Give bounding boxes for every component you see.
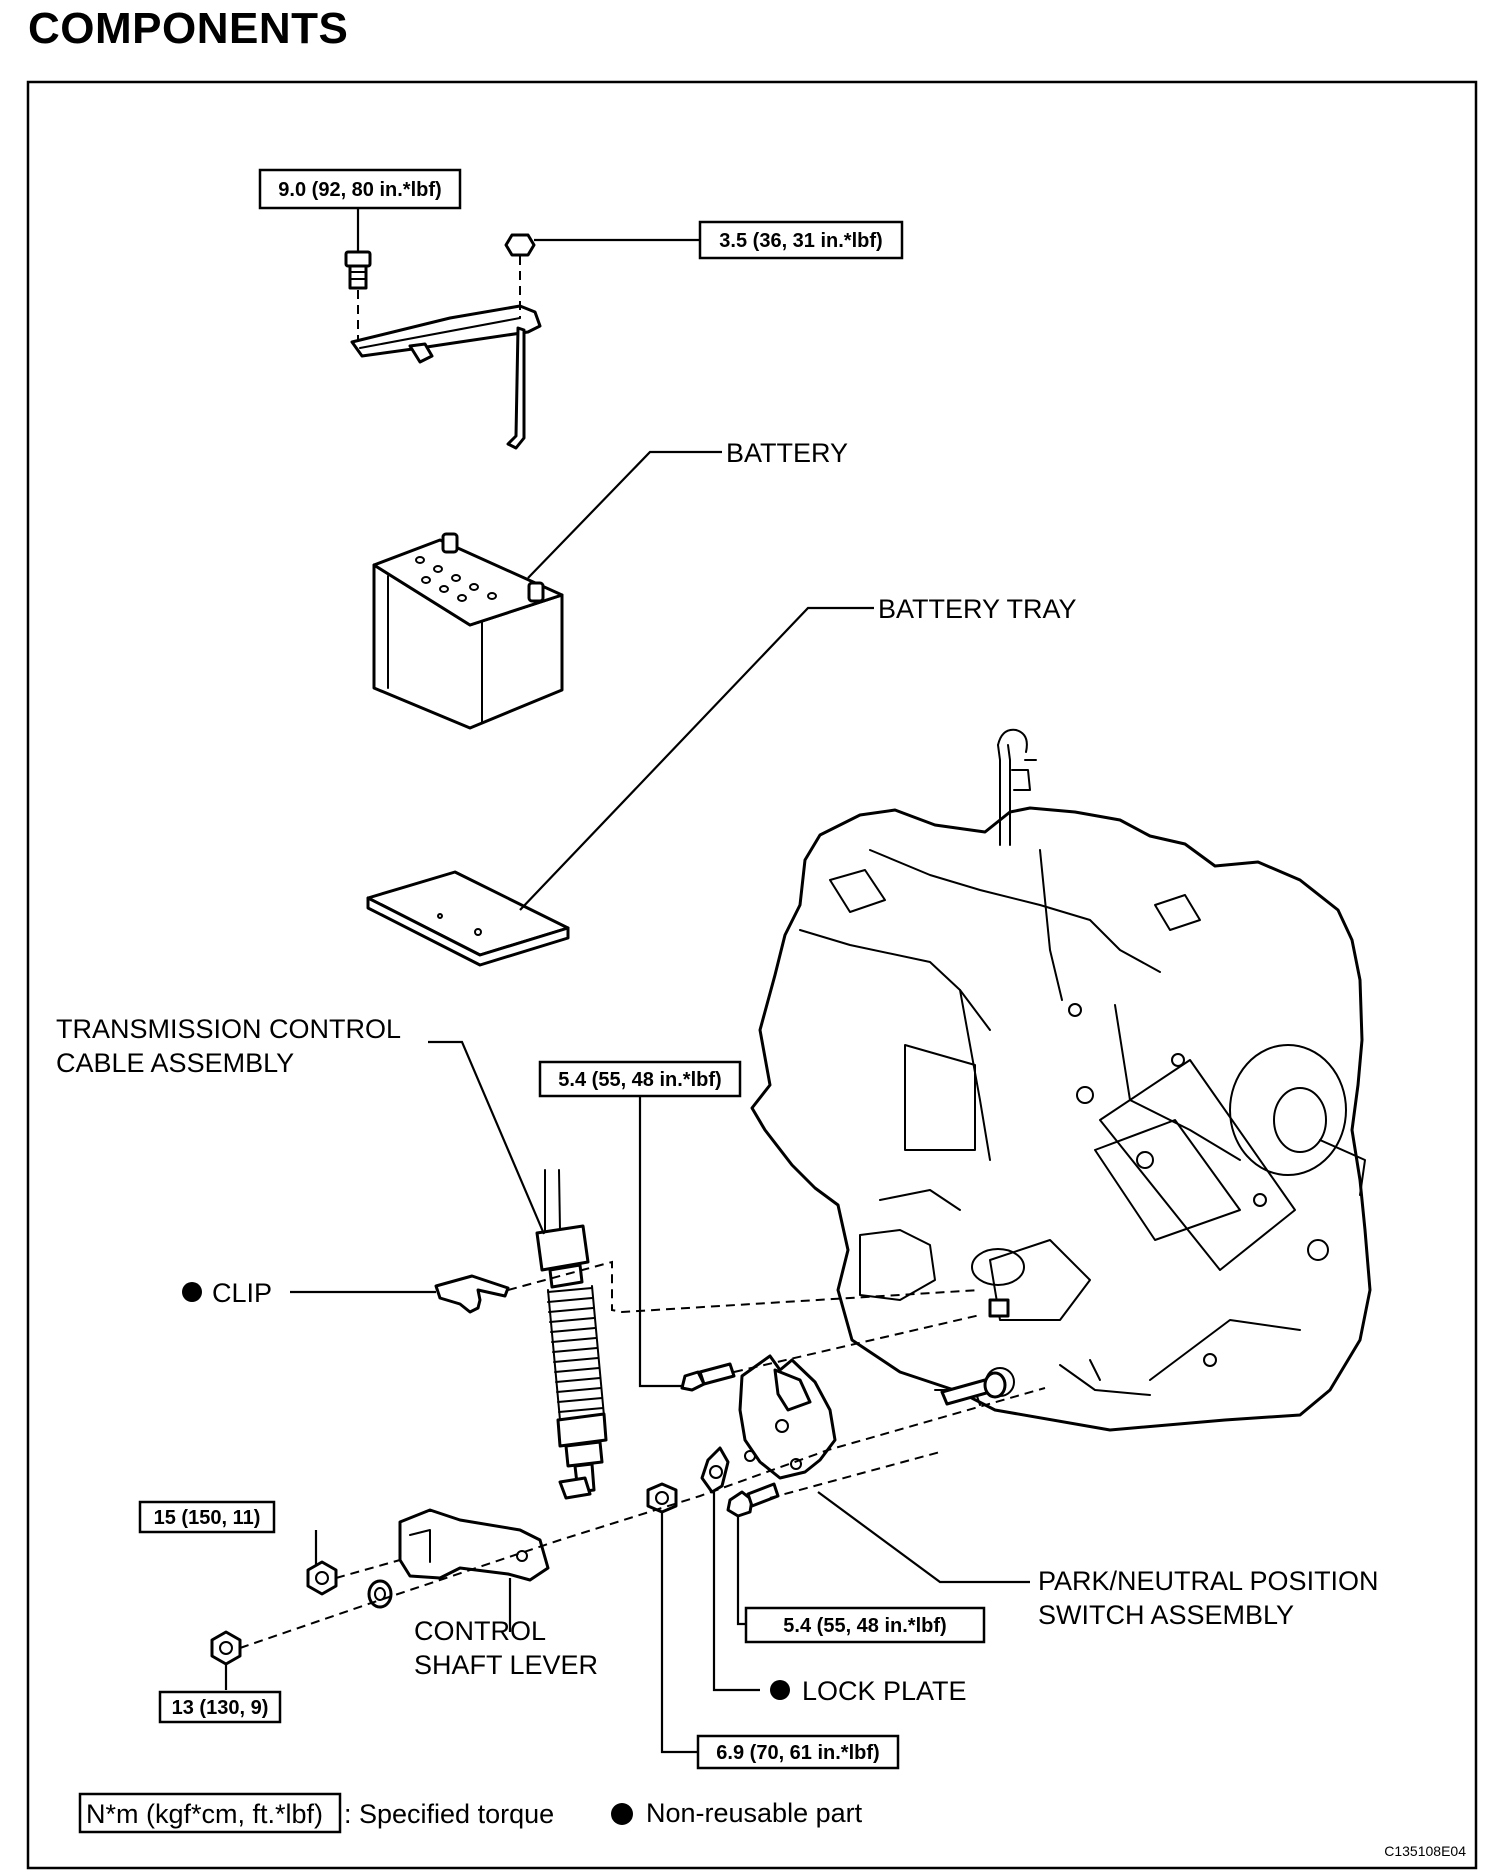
- leader-shaft-nut: [660, 1512, 698, 1754]
- lock-plate-icon: [700, 1446, 730, 1494]
- bracket-nut-icon: [504, 233, 536, 257]
- label-pnp-line1: PARK/NEUTRAL POSITION: [1038, 1566, 1379, 1596]
- leader-pnp-switch: [817, 1491, 1030, 1584]
- label-lever-line1: CONTROL: [414, 1616, 546, 1646]
- transaxle-icon: [750, 728, 1372, 1432]
- transmission-control-cable-icon: [535, 1169, 608, 1500]
- legend-torque-desc: : Specified torque: [344, 1799, 554, 1829]
- legend-torque-box: [78, 1792, 342, 1834]
- manual-valve-shaft: [940, 1371, 1007, 1406]
- leader-battery-tray: [519, 606, 874, 911]
- legend-torque-unit: N*m (kgf*cm, ft.*lbf): [86, 1799, 323, 1829]
- label-battery-tray: BATTERY TRAY: [878, 594, 1077, 624]
- battery-clamp-bracket: [350, 304, 542, 450]
- label-lock-plate: LOCK PLATE: [802, 1676, 967, 1706]
- legend: N*m (kgf*cm, ft.*lbf) : Specified torque…: [78, 1792, 863, 1834]
- control-shaft-lever-icon: [398, 1508, 550, 1582]
- diagram-frame: [26, 80, 1478, 1870]
- label-battery: BATTERY: [726, 438, 848, 468]
- legend-nonreusable-desc: Non-reusable part: [646, 1798, 863, 1828]
- torque-box-pnp-bolt-lower: 5.4 (55, 48 in.*lbf): [744, 1606, 986, 1644]
- svg-text:6.9 (70, 61 in.*lbf): 6.9 (70, 61 in.*lbf): [716, 1742, 879, 1764]
- label-cable-line2: CABLE ASSEMBLY: [56, 1048, 294, 1078]
- washer-icon: [367, 1579, 393, 1609]
- svg-text:15 (150, 11): 15 (150, 11): [154, 1507, 261, 1529]
- figure-code: C135108E04: [1384, 1843, 1466, 1859]
- pnp-bolt-upper-icon: [680, 1362, 736, 1392]
- leader-lock-plate: [712, 1492, 760, 1692]
- torque-box-shaft-nut: 6.9 (70, 61 in.*lbf): [696, 1734, 900, 1770]
- torque-box-lever-nut: 15 (150, 11): [138, 1500, 276, 1534]
- lever-nut-icon: [306, 1560, 338, 1596]
- svg-text:5.4 (55, 48 in.*lbf): 5.4 (55, 48 in.*lbf): [558, 1069, 721, 1091]
- svg-text:13 (130, 9): 13 (130, 9): [172, 1697, 269, 1719]
- battery-tray-icon: [366, 870, 570, 967]
- torque-box-bracket-nut: 3.5 (36, 31 in.*lbf): [698, 220, 904, 260]
- torque-box-pnp-bolt-upper: 5.4 (55, 48 in.*lbf): [538, 1060, 742, 1098]
- leader-pnp-bolt-lower: [736, 1516, 746, 1626]
- pnp-bolt-lower-icon: [726, 1482, 780, 1518]
- label-cable-line1: TRANSMISSION CONTROL: [56, 1014, 401, 1044]
- torque-box-cable-nut: 13 (130, 9): [158, 1690, 282, 1724]
- torque-box-bracket-bolt: 9.0 (92, 80 in.*lbf): [258, 168, 462, 210]
- shaft-nut-icon: [646, 1482, 678, 1514]
- clip-icon: [434, 1274, 510, 1314]
- label-clip: CLIP: [212, 1278, 272, 1308]
- battery-icon: [372, 532, 564, 730]
- bracket-bolt-icon: [344, 250, 372, 290]
- svg-text:9.0 (92, 80 in.*lbf): 9.0 (92, 80 in.*lbf): [278, 179, 441, 201]
- leader-cable: [428, 1040, 546, 1235]
- svg-text:3.5 (36, 31 in.*lbf): 3.5 (36, 31 in.*lbf): [719, 230, 882, 252]
- label-lever-line2: SHAFT LEVER: [414, 1650, 598, 1680]
- clip-nonreusable-dot-icon: [182, 1282, 202, 1302]
- label-pnp-line2: SWITCH ASSEMBLY: [1038, 1600, 1294, 1630]
- park-neutral-position-switch-icon: [738, 1354, 837, 1480]
- legend-nonreusable-dot-icon: [611, 1803, 633, 1825]
- svg-text:5.4 (55, 48 in.*lbf): 5.4 (55, 48 in.*lbf): [783, 1615, 946, 1637]
- cable-nut-icon: [210, 1630, 242, 1666]
- leader-battery: [527, 450, 722, 579]
- page-title: COMPONENTS: [28, 4, 349, 53]
- leader-pnp-bolt-upper: [638, 1094, 684, 1388]
- lock-plate-nonreusable-dot-icon: [770, 1680, 790, 1700]
